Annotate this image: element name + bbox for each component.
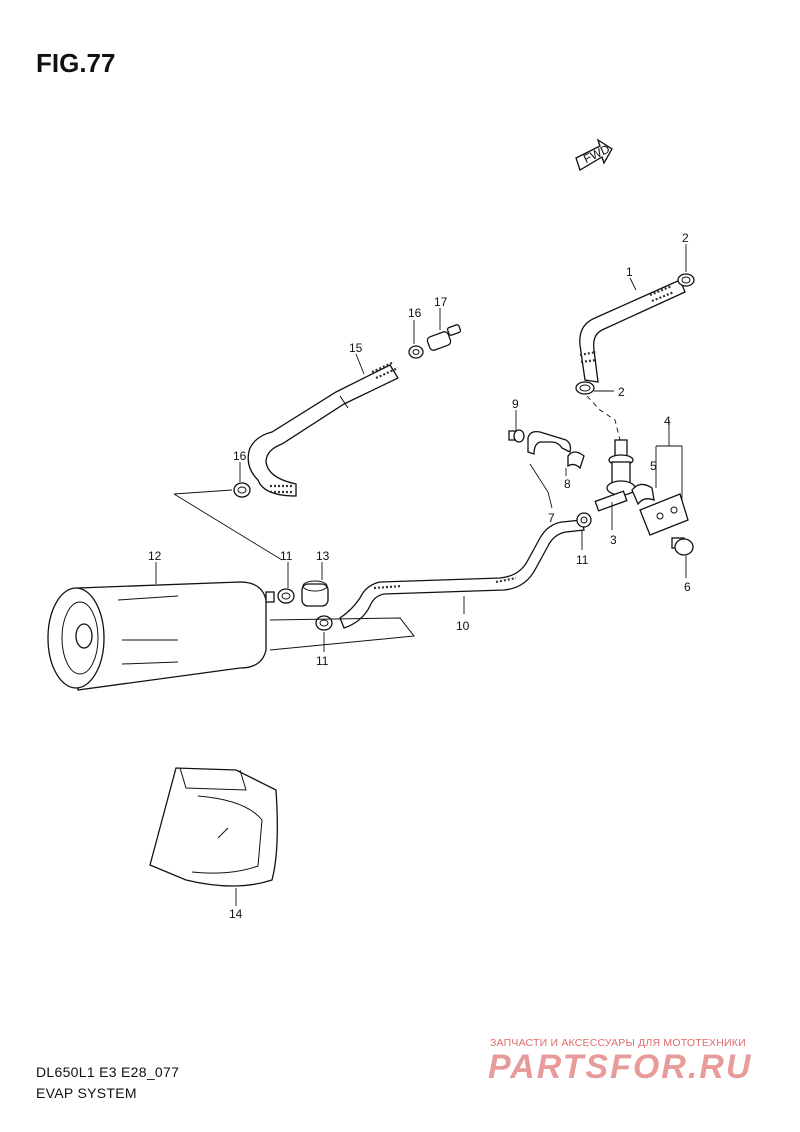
callout-12: 12 — [148, 549, 162, 563]
clamp-part-11-left — [277, 588, 295, 604]
callout-17: 17 — [434, 295, 448, 309]
callout-4: 4 — [664, 414, 671, 428]
clamp-part-11-right — [576, 512, 592, 528]
clamp-part-16-lower — [233, 482, 251, 498]
watermark-logo: PARTSFOR.RU — [488, 1048, 753, 1086]
callout-2-upper: 2 — [682, 231, 689, 245]
clamp-part-11-lower — [315, 615, 333, 631]
callout-15: 15 — [349, 341, 363, 355]
fwd-arrow-label: FWD — [581, 142, 612, 166]
hose-joint-part-13 — [301, 580, 329, 607]
callout-10: 10 — [456, 619, 470, 633]
clamp-part-2-lower — [575, 381, 595, 395]
clamp-part-16-upper — [408, 345, 424, 359]
canister-cover-part-14 — [149, 767, 278, 887]
callout-16-lower: 16 — [233, 449, 247, 463]
callout-13: 13 — [316, 549, 330, 563]
callout-11-lower: 11 — [316, 654, 329, 668]
hose-part-10 — [339, 519, 585, 629]
callout-11-left: 11 — [280, 549, 293, 563]
bracket-part-7 — [527, 430, 572, 455]
hose-part-15 — [247, 360, 399, 497]
callout-16-upper: 16 — [408, 306, 422, 320]
bracket-part-4 — [639, 493, 689, 536]
callout-2-lower: 2 — [618, 385, 625, 399]
canister-part-12 — [47, 581, 275, 691]
figure-title: FIG.77 — [36, 48, 116, 78]
callout-3: 3 — [610, 533, 617, 547]
valve-part-3 — [594, 439, 636, 512]
callout-8: 8 — [564, 477, 571, 491]
screw-part-6 — [671, 537, 694, 556]
clamp-part-2-upper — [677, 273, 695, 287]
fitting-part-17 — [426, 324, 462, 351]
model-code-text: DL650L1 E3 E28_077 — [36, 1064, 180, 1080]
callout-9: 9 — [512, 397, 519, 411]
section-name-text: EVAP SYSTEM — [36, 1085, 137, 1101]
bracket-part-5 — [631, 483, 655, 506]
callout-6: 6 — [684, 580, 691, 594]
callout-7: 7 — [548, 511, 555, 525]
callout-1: 1 — [626, 265, 633, 279]
hose-part-1 — [579, 279, 686, 383]
fwd-arrow-icon: FWD — [575, 138, 613, 171]
clip-part-8 — [567, 451, 585, 470]
callout-11-right: 11 — [576, 553, 589, 567]
callout-14: 14 — [229, 907, 243, 921]
bolt-part-9 — [508, 429, 525, 443]
callout-5: 5 — [650, 459, 657, 473]
watermark-caption: ЗАПЧАСТИ И АКСЕССУАРЫ ДЛЯ МОТОТЕХНИКИ — [490, 1037, 746, 1049]
